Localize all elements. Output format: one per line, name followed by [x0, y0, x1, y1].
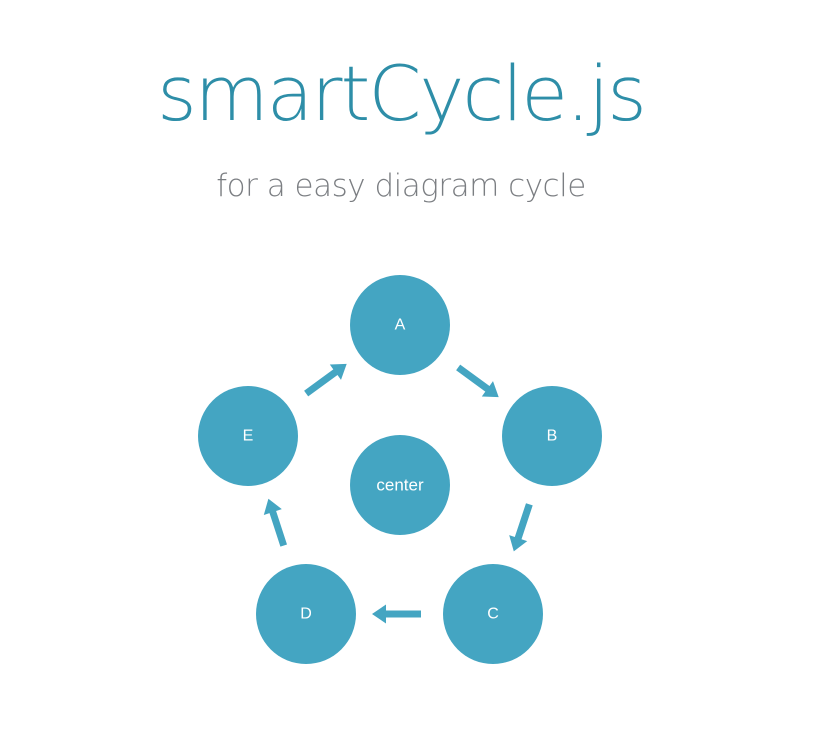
arrow-c-to-d: [372, 604, 421, 624]
node-e[interactable]: E: [198, 386, 298, 486]
center-node-label: center: [376, 476, 424, 495]
page-subtitle: for a easy diagram cycle: [216, 168, 586, 204]
node-a[interactable]: A: [350, 275, 450, 375]
node-e-label: E: [243, 428, 254, 445]
center-node[interactable]: center: [350, 435, 450, 535]
page-title: smartCycle.js: [157, 49, 647, 138]
node-b[interactable]: B: [502, 386, 602, 486]
arrow-a-to-b: [456, 364, 499, 398]
node-b-label: B: [547, 428, 558, 445]
node-d[interactable]: D: [256, 564, 356, 664]
arrow-e-to-a: [304, 363, 347, 397]
node-a-label: A: [395, 317, 406, 334]
node-c-label: C: [487, 606, 499, 623]
cycle-arrows: [263, 363, 533, 624]
arrow-d-to-e: [263, 498, 287, 547]
node-c[interactable]: C: [443, 564, 543, 664]
node-d-label: D: [300, 606, 312, 623]
arrow-b-to-c: [509, 503, 533, 552]
